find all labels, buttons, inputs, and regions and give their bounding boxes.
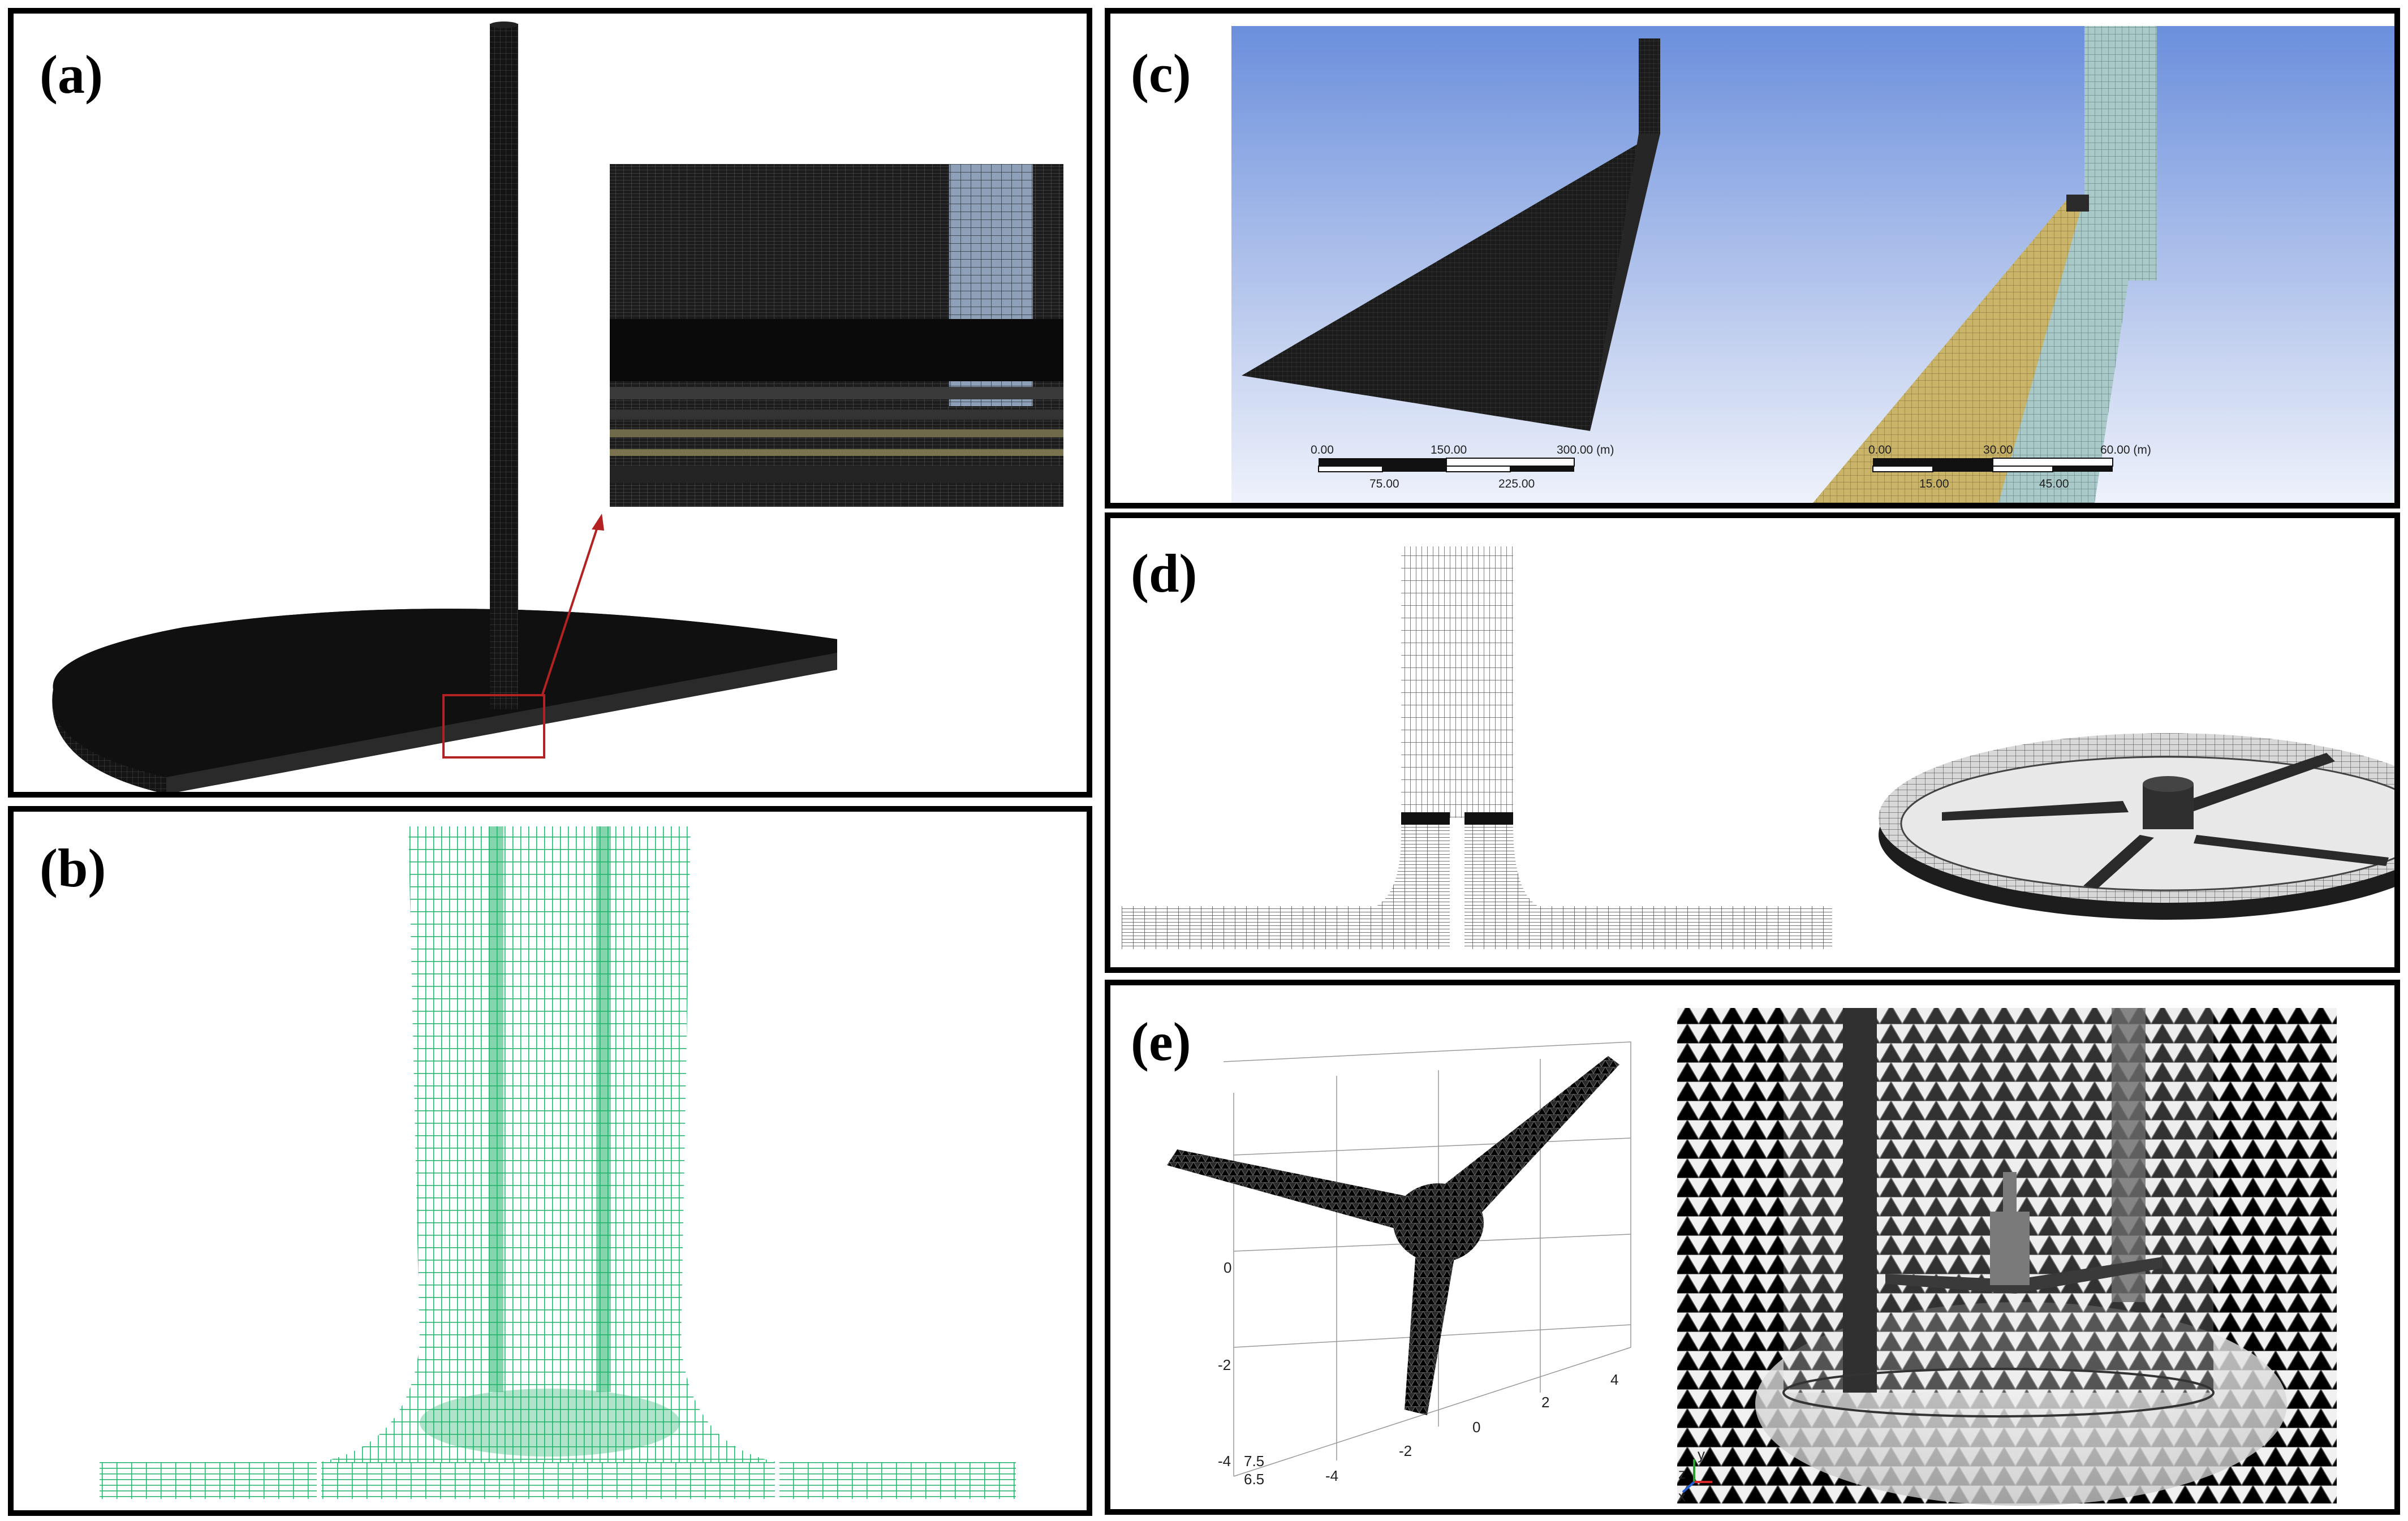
svg-text:60.00 (m): 60.00 (m) <box>2100 443 2151 456</box>
panel-label-a: (a) <box>40 44 103 105</box>
svg-text:-2: -2 <box>1218 1356 1231 1373</box>
svg-text:0.00: 0.00 <box>1868 443 1892 456</box>
panel-a-graphic <box>52 21 1063 792</box>
scale-bar-left: 0.00 150.00 300.00 (m) 75.00 225.00 <box>1311 443 1614 490</box>
panel-c: (c) <box>1105 8 2400 509</box>
svg-text:2: 2 <box>1541 1394 1549 1411</box>
svg-text:0: 0 <box>1224 1259 1231 1276</box>
impeller-mesh <box>1167 1056 1619 1415</box>
svg-text:x: x <box>1678 1488 1686 1505</box>
zoom-arrow <box>541 514 604 697</box>
zoom-inset-mesh <box>610 164 1063 507</box>
disk-domain-mesh <box>52 609 837 792</box>
vertical-pipe-mesh <box>490 21 518 709</box>
triangular-domain-view <box>1231 26 1803 503</box>
scale-bar-right: 0.00 30.00 60.00 (m) 15.00 45.00 <box>1868 443 2151 490</box>
panel-label-b: (b) <box>40 838 106 898</box>
panel-c-graphic: 0.00 150.00 300.00 (m) 75.00 225.00 0.00… <box>1231 26 2394 503</box>
svg-text:45.00: 45.00 <box>2039 477 2069 490</box>
svg-text:30.00: 30.00 <box>1983 443 2013 456</box>
svg-text:75.00: 75.00 <box>1369 477 1399 490</box>
svg-text:z: z <box>1678 1465 1686 1482</box>
svg-text:150.00: 150.00 <box>1431 443 1467 456</box>
panel-label-d: (d) <box>1131 543 1197 604</box>
svg-text:15.00: 15.00 <box>1919 477 1949 490</box>
svg-text:4: 4 <box>1610 1371 1618 1388</box>
panel-b-graphic <box>100 826 1016 1499</box>
panel-d: (d) <box>1105 512 2400 973</box>
channel-zoom-view <box>1803 26 2394 503</box>
svg-text:y: y <box>1698 1446 1705 1463</box>
panel-d-graphic <box>1122 546 2394 950</box>
panel-e: (e) 2 0 -2 - <box>1105 980 2400 1515</box>
svg-text:-4: -4 <box>1325 1467 1338 1484</box>
panel-label-c: (c) <box>1131 43 1191 104</box>
3d-disk-mesh <box>1879 733 2394 920</box>
svg-text:300.00 (m): 300.00 (m) <box>1557 443 1614 456</box>
panel-e-graphic: 2 0 -2 -4 4 2 0 -2 -4 7.5 6.5 <box>1167 1008 2337 1506</box>
svg-text:-2: -2 <box>1399 1442 1412 1459</box>
impeller-ticks: 2 0 -2 -4 4 2 0 -2 -4 7.5 6.5 <box>1218 1163 1618 1488</box>
svg-text:0.00: 0.00 <box>1311 443 1334 456</box>
svg-text:225.00: 225.00 <box>1498 477 1535 490</box>
panel-label-e: (e) <box>1131 1011 1191 1072</box>
panel-b: (b) <box>8 806 1092 1516</box>
2d-junction-mesh <box>1122 546 1832 950</box>
zoom-region-box <box>442 694 545 759</box>
svg-text:7.5: 7.5 <box>1244 1453 1264 1470</box>
svg-text:-4: -4 <box>1218 1453 1231 1470</box>
axis-triad: y z x <box>1678 1446 1712 1505</box>
svg-text:0: 0 <box>1472 1419 1480 1436</box>
svg-text:6.5: 6.5 <box>1244 1471 1264 1488</box>
tank-mesh-view <box>1677 1008 2337 1506</box>
panel-a: (a) <box>8 8 1092 798</box>
pipe-junction-mesh <box>100 826 1016 1499</box>
